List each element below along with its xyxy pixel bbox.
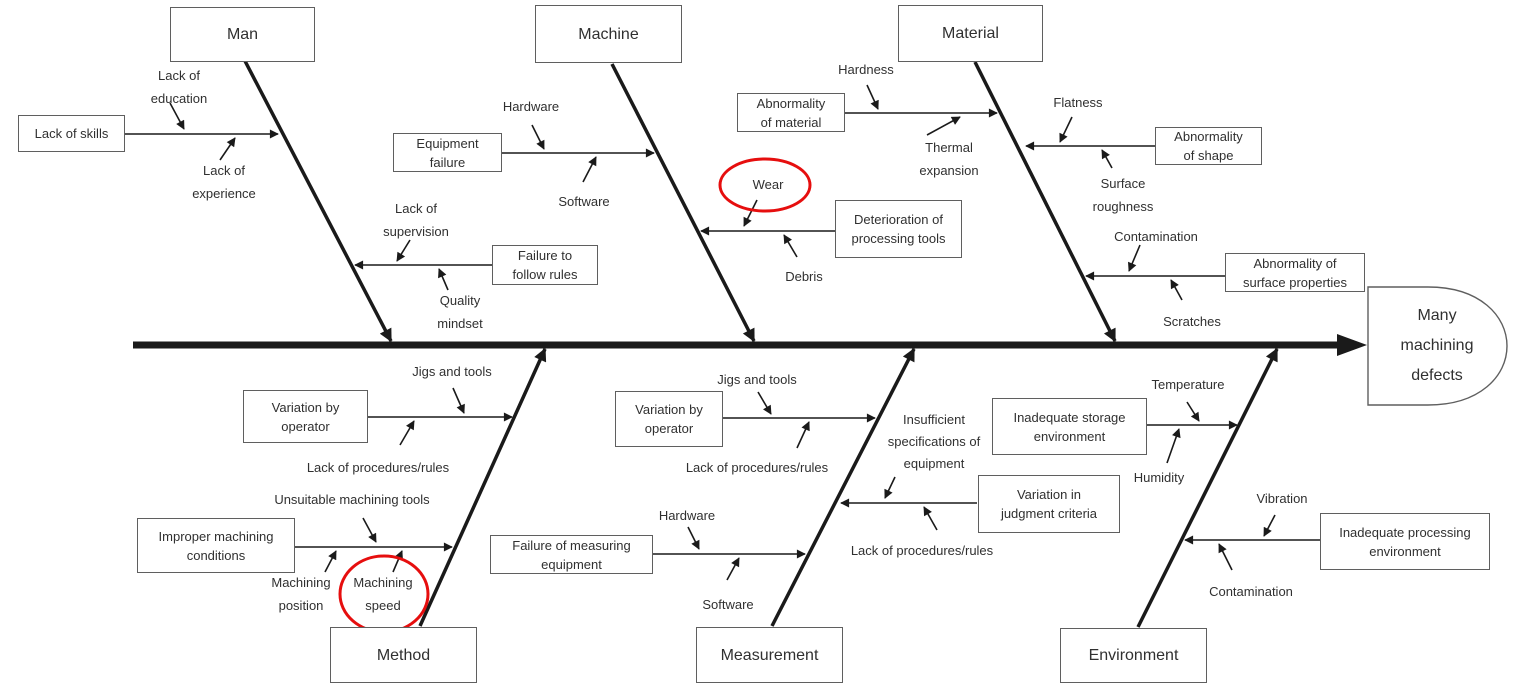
arrow-procedures-method	[399, 420, 415, 446]
cause-abnormality-of-material: Abnormality of material	[737, 93, 845, 132]
arrow-experience	[219, 137, 236, 161]
effect-head-shape	[1367, 286, 1508, 406]
arrow-education	[169, 102, 185, 130]
bone-method	[418, 347, 547, 627]
label-lack-of-education: Lack of education	[150, 68, 208, 106]
arrow-jigs-measurement	[757, 391, 772, 415]
label-flatness: Flatness	[1053, 95, 1103, 110]
spine-arrowhead	[1337, 334, 1367, 356]
cause-variation-by-operator-method: Variation by operator	[243, 390, 368, 443]
arrow-procedures-measurement2	[923, 506, 938, 531]
label-debris: Debris	[785, 269, 823, 284]
label-surface-roughness: Surface roughness	[1092, 176, 1154, 214]
label-machining-position: Machining position	[271, 575, 331, 613]
label-scratches: Scratches	[1163, 314, 1221, 329]
label-lack-of-procedures-measurement1: Lack of procedures/rules	[685, 460, 829, 475]
label-thermal-expansion: Thermal expansion	[919, 140, 979, 178]
arrow-contamination-environment	[1218, 543, 1233, 571]
arrow-scratches	[1170, 279, 1183, 301]
bone-material	[973, 61, 1117, 343]
arrow-flatness	[1059, 116, 1073, 143]
label-lack-of-procedures-measurement2: Lack of procedures/rules	[850, 543, 994, 558]
cause-lack-of-skills: Lack of skills	[18, 115, 125, 152]
arrow-speed	[392, 550, 403, 573]
arrow-surface-roughness	[1101, 149, 1113, 169]
label-lack-of-supervision: Lack of supervision	[383, 201, 449, 239]
effect-label: Many machining defects	[1400, 307, 1474, 384]
category-man: Man	[170, 7, 315, 62]
cause-equipment-failure: Equipment failure	[393, 133, 502, 172]
bone-environment	[1136, 347, 1279, 628]
label-machining-speed: Machining speed	[353, 575, 413, 613]
label-jigs-and-tools-measurement: Jigs and tools	[717, 372, 797, 387]
arrow-temperature	[1186, 401, 1200, 422]
cause-inadequate-storage-environment: Inadequate storage environment	[992, 398, 1147, 455]
arrow-thermal	[926, 116, 961, 136]
arrow-supervision	[396, 239, 411, 262]
category-method: Method	[330, 627, 477, 683]
cause-abnormality-of-surface-properties: Abnormality of surface properties	[1225, 253, 1365, 292]
label-hardware-machine: Hardware	[502, 99, 560, 114]
bone-measurement	[770, 347, 916, 627]
category-machine: Machine	[535, 5, 682, 63]
label-software-measurement: Software	[702, 597, 754, 612]
label-unsuitable-machining-tools: Unsuitable machining tools	[274, 492, 430, 507]
label-lack-of-procedures-method: Lack of procedures/rules	[306, 460, 450, 475]
cause-improper-machining-conditions: Improper machining conditions	[137, 518, 295, 573]
cause-abnormality-of-shape: Abnormality of shape	[1155, 127, 1262, 165]
cause-variation-by-operator-measurement: Variation by operator	[615, 391, 723, 447]
arrow-humidity	[1166, 428, 1181, 464]
category-measurement: Measurement	[696, 627, 843, 683]
label-vibration: Vibration	[1256, 491, 1308, 506]
category-environment: Environment	[1060, 628, 1207, 683]
cause-failure-of-measuring-equipment: Failure of measuring equipment	[490, 535, 653, 574]
cause-inadequate-processing-environment: Inadequate processing environment	[1320, 513, 1490, 570]
arrow-hardness	[866, 84, 879, 110]
cause-deterioration-of-processing-tools: Deterioration of processing tools	[835, 200, 962, 258]
label-lack-of-experience: Lack of experience	[192, 163, 256, 201]
label-temperature: Temperature	[1151, 377, 1225, 392]
arrow-hardware-measurement	[687, 526, 700, 550]
arrow-unsuitable	[362, 517, 377, 543]
arrow-position	[324, 550, 337, 573]
arrow-software-machine	[582, 156, 597, 183]
arrow-vibration	[1263, 514, 1276, 537]
arrow-insufficient	[884, 476, 896, 499]
arrow-hardware-machine	[531, 124, 545, 150]
label-quality-mindset: Quality mindset	[437, 293, 483, 331]
label-contamination-material: Contamination	[1114, 229, 1198, 244]
arrow-jigs-method	[452, 387, 465, 414]
label-software-machine: Software	[558, 194, 610, 209]
bone-man	[243, 60, 393, 343]
label-insufficient-specifications: Insufficient specifications of equipment	[887, 412, 981, 471]
bone-machine	[610, 63, 756, 343]
arrow-wear	[743, 199, 758, 227]
category-material: Material	[898, 5, 1043, 62]
arrow-software-measurement	[726, 557, 740, 581]
arrow-quality	[438, 268, 449, 291]
label-hardness: Hardness	[838, 62, 894, 77]
cause-failure-to-follow-rules: Failure to follow rules	[492, 245, 598, 285]
label-hardware-measurement: Hardware	[658, 508, 716, 523]
arrow-procedures-measurement1	[796, 421, 810, 449]
label-wear: Wear	[752, 177, 784, 192]
label-humidity: Humidity	[1133, 470, 1185, 485]
arrow-contamination-material	[1128, 244, 1141, 272]
red-circle-wear	[718, 157, 812, 213]
arrow-debris	[783, 234, 798, 258]
label-jigs-and-tools-method: Jigs and tools	[412, 364, 492, 379]
label-contamination-environment: Contamination	[1209, 584, 1293, 599]
cause-variation-in-judgment-criteria: Variation in judgment criteria	[978, 475, 1120, 533]
